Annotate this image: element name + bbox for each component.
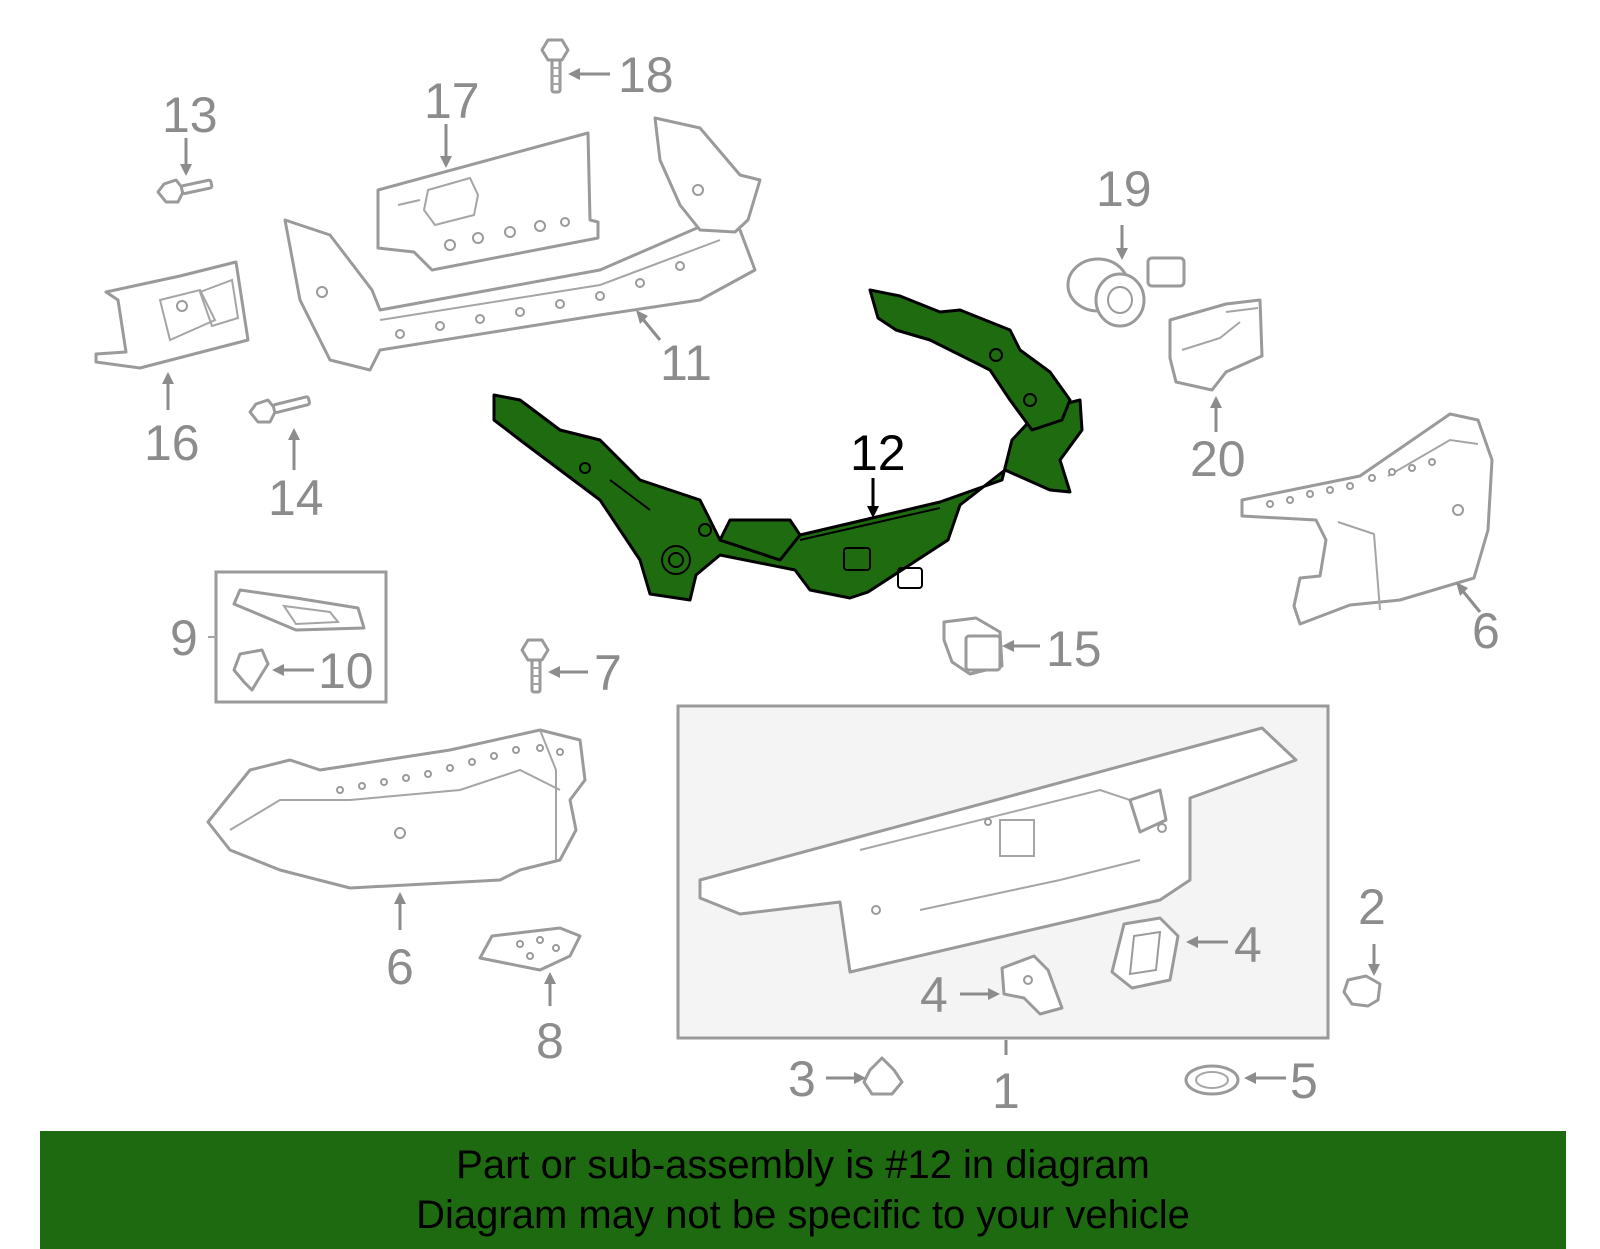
arrow-8 [544,972,556,1006]
arrow-16 [162,372,174,410]
arrow-11 [636,310,662,341]
arrow-7 [548,666,588,678]
arrow-18 [568,68,610,80]
arrow-19 [1116,225,1128,260]
part-15-cover[interactable] [942,616,1004,676]
arrow-3 [826,1072,866,1084]
callout-10[interactable]: 10 [318,643,374,699]
part-13-bolt[interactable] [156,178,214,204]
callout-6b[interactable]: 6 [1472,603,1500,659]
arrow-13 [180,138,192,176]
info-banner: Part or sub-assembly is #12 in diagram D… [40,1131,1566,1249]
callout-12[interactable]: 12 [850,425,906,481]
callout-2[interactable]: 2 [1358,879,1386,935]
part-2-clip[interactable] [1342,974,1382,1008]
arrow-5 [1244,1072,1286,1084]
arrow-4-right [1186,936,1228,948]
arrow-14 [288,428,300,470]
callout-20[interactable]: 20 [1190,431,1246,487]
callout-16[interactable]: 16 [144,415,200,471]
arrow-4-left [960,988,1000,1000]
callout-18[interactable]: 18 [618,47,674,103]
callout-4b[interactable]: 4 [1234,917,1262,973]
callout-11[interactable]: 11 [660,335,712,391]
part-4-bracket-right[interactable] [1110,916,1180,990]
callout-9[interactable]: 9 [170,610,198,666]
part-6-right-step[interactable] [1240,412,1494,626]
part-20-bracket[interactable] [1168,298,1264,392]
part-4-bracket-left[interactable] [1000,954,1064,1016]
part-19-sensor[interactable] [1066,256,1186,328]
callout-3[interactable]: 3 [788,1051,816,1107]
part-11-crossmember[interactable] [283,116,762,372]
part-6-left-step[interactable] [206,728,587,890]
part-8-bracket[interactable] [478,926,582,972]
callout-13[interactable]: 13 [162,87,218,143]
part-5-plug[interactable] [1184,1064,1240,1096]
part-17-bracket[interactable] [376,131,600,272]
arrow-20 [1210,396,1222,432]
arrow-6-left [394,892,406,930]
part-12-hitch[interactable] [492,288,1084,602]
arrow-2 [1368,944,1380,976]
callout-19[interactable]: 19 [1096,161,1152,217]
arrow-12 [867,478,879,518]
callout-8[interactable]: 8 [536,1013,564,1069]
arrow-6-right [1456,582,1482,613]
part-16-bracket[interactable] [94,260,250,370]
part-10-clip[interactable] [232,648,270,692]
callout-7[interactable]: 7 [594,645,622,701]
banner-line-2: Diagram may not be specific to your vehi… [416,1193,1190,1237]
callout-6a[interactable]: 6 [386,939,414,995]
part-14-bolt[interactable] [248,395,311,424]
callout-4a[interactable]: 4 [920,967,948,1023]
banner-line-1: Part or sub-assembly is #12 in diagram [456,1143,1150,1187]
part-7-bolt[interactable] [520,638,550,694]
callout-1[interactable]: 1 [992,1063,1020,1119]
callout-14[interactable]: 14 [268,470,324,526]
arrow-10 [272,664,314,676]
callout-15[interactable]: 15 [1046,621,1102,677]
arrow-17 [440,124,452,168]
arrow-15 [1002,640,1040,652]
callout-5[interactable]: 5 [1290,1053,1318,1109]
part-18-bolt[interactable] [540,38,570,94]
part-3-clip[interactable] [862,1056,904,1096]
callout-17[interactable]: 17 [424,73,480,129]
